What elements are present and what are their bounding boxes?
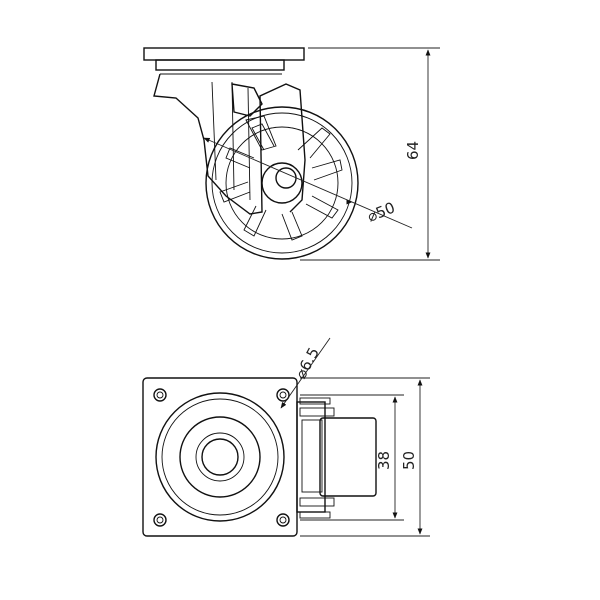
swivel-ring-middle xyxy=(179,416,261,498)
fork-inner xyxy=(211,81,251,201)
wheel-diameter-label: ⌀50 xyxy=(365,198,398,225)
swivel-bearing xyxy=(155,59,285,71)
mounting-plate xyxy=(142,377,298,537)
outer-dimension-label: 50 xyxy=(400,451,418,470)
swivel-ring-inner xyxy=(201,438,239,476)
hole-diameter-label: ⌀6.5 xyxy=(292,344,323,381)
swivel-ring-outer xyxy=(155,392,285,522)
top-plate xyxy=(143,47,305,61)
wheel-rim xyxy=(225,126,339,240)
hole-diameter-leader xyxy=(280,337,331,409)
inner-dimension-label: 38 xyxy=(375,451,393,470)
top-view: ⌀6.5 38 50 xyxy=(142,337,430,537)
wheel-top xyxy=(319,417,377,497)
fork-body xyxy=(153,73,306,215)
wheel-outer xyxy=(205,106,359,260)
wheel-spokes xyxy=(219,123,343,241)
height-label: 64 xyxy=(404,141,422,160)
wheel-hub xyxy=(261,162,303,204)
side-view: ⌀50 64 xyxy=(143,47,440,261)
brake-lever xyxy=(231,83,263,117)
wheel-tread xyxy=(211,112,353,254)
axle xyxy=(275,167,297,189)
bolt-holes xyxy=(153,388,290,527)
wheel-diameter-leader xyxy=(203,137,413,229)
